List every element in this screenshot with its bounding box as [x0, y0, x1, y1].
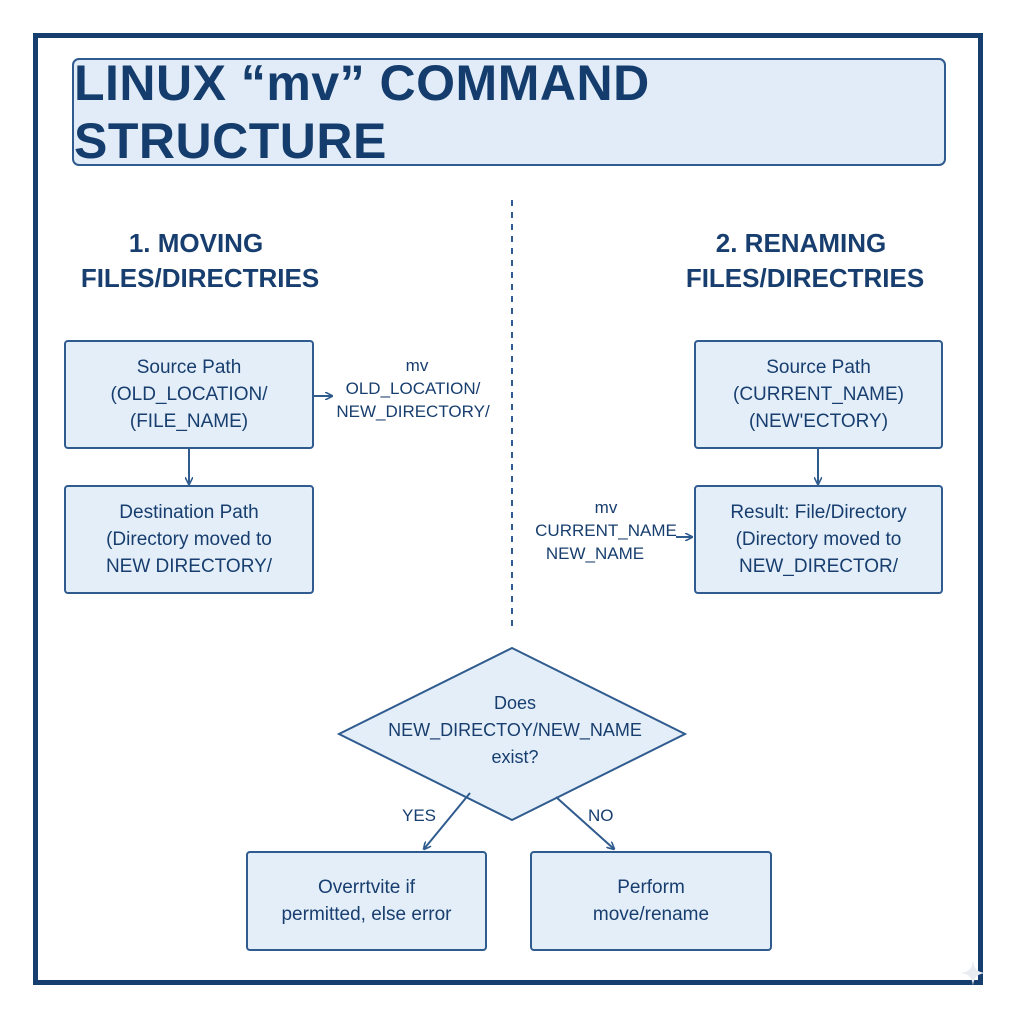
- renaming-heading: 2. RENAMING FILES/DIRECTRIES: [675, 226, 955, 296]
- question-line: Does: [493, 693, 537, 713]
- box-line: NEW_DIRECTOR/: [738, 556, 899, 577]
- renaming-result-box: Result: File/Directory (Directory moved …: [694, 485, 943, 594]
- command-line: mv: [405, 356, 429, 375]
- box-line: NEW DIRECTORY/: [105, 556, 273, 577]
- box-line: (OLD_LOCATION/: [110, 384, 268, 405]
- moving-destination-box: Destination Path (Directory moved to NEW…: [64, 485, 314, 594]
- box-line: Result: File/Directory: [730, 502, 907, 523]
- arrow-no-branch: [555, 796, 614, 849]
- no-label: NO: [588, 806, 614, 825]
- box-line: (NEW'ECTORY): [748, 411, 889, 432]
- moving-command: mv OLD_LOCATION/ NEW_DIRECTORY/: [328, 354, 498, 423]
- page-title: LINUX “mv” COMMAND STRUCTURE: [72, 55, 946, 169]
- question-line: NEW_DIRECTOY/NEW_NAME: [388, 720, 642, 740]
- box-line: permitted, else error: [281, 904, 452, 925]
- yes-outcome-box: Overrtvite if permitted, else error: [246, 851, 487, 951]
- command-line: mv: [594, 498, 618, 517]
- arrow-yes-branch: [424, 792, 471, 849]
- box-line: (Directory moved to: [106, 529, 272, 550]
- renaming-heading-line2: FILES/DIRECTRIES: [685, 263, 925, 293]
- renaming-source-box: Source Path (CURRENT_NAME) (NEW'ECTORY): [694, 340, 943, 449]
- box-line: Destination Path: [119, 502, 259, 523]
- box-line: (CURRENT_NAME): [733, 384, 904, 405]
- command-line: OLD_LOCATION/: [345, 379, 481, 398]
- box-line: Source Path: [136, 357, 242, 378]
- renaming-command: mv CURRENT_NAME NEW_NAME: [526, 496, 686, 565]
- box-line: Source Path: [766, 357, 871, 378]
- no-outcome-box: Perform move/rename: [530, 851, 772, 951]
- decision-question: Does NEW_DIRECTOY/NEW_NAME exist?: [360, 690, 670, 771]
- box-line: (Directory moved to: [735, 529, 902, 550]
- yes-label: YES: [402, 806, 437, 825]
- question-line: exist?: [491, 747, 539, 767]
- moving-heading: 1. MOVING FILES/DIRECTRIES: [60, 226, 340, 296]
- command-line: NEW_NAME: [545, 544, 645, 563]
- box-line: Perform: [617, 877, 685, 898]
- renaming-heading-line1: 2. RENAMING: [715, 228, 887, 258]
- command-line: NEW_DIRECTORY/: [336, 402, 490, 421]
- moving-heading-line2: FILES/DIRECTRIES: [80, 263, 320, 293]
- sparkle-icon: [960, 960, 986, 986]
- box-line: move/rename: [592, 904, 710, 925]
- decision-diamond: [336, 646, 688, 822]
- box-line: Overrtvite if: [317, 877, 416, 898]
- command-line: CURRENT_NAME: [535, 521, 677, 540]
- moving-source-box: Source Path (OLD_LOCATION/ (FILE_NAME): [64, 340, 314, 449]
- box-line: (FILE_NAME): [129, 411, 249, 432]
- moving-heading-line1: 1. MOVING: [128, 228, 264, 258]
